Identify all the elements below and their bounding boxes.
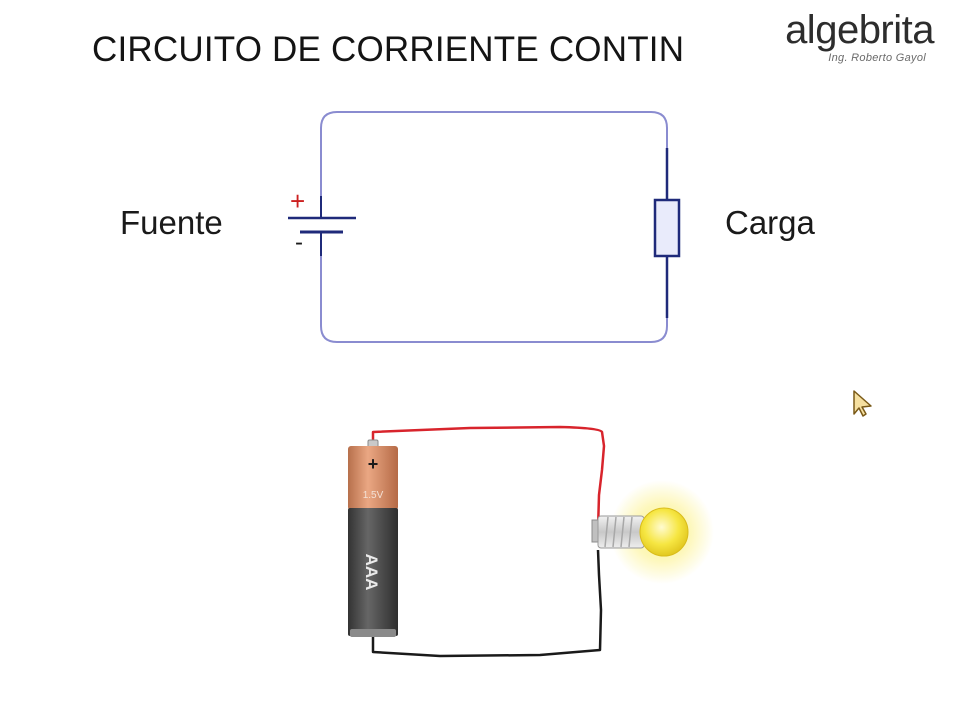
- logo-author: Ing. Roberto Gayol: [828, 52, 926, 64]
- battery-plus-sign: +: [368, 454, 379, 474]
- load-label: Carga: [725, 204, 815, 241]
- battery-symbol: [288, 196, 356, 256]
- minus-sign: -: [295, 229, 303, 256]
- schematic-wire: [320, 111, 668, 343]
- source-label: Fuente: [120, 204, 223, 241]
- red-wire: [371, 425, 606, 531]
- aaa-battery: [348, 439, 398, 637]
- light-bulb: [591, 480, 714, 584]
- black-wire: [371, 549, 603, 658]
- load-resistor: [653, 148, 681, 318]
- cursor-arrow-icon: [853, 390, 872, 417]
- battery-voltage: 1.5V: [363, 490, 384, 501]
- battery-size-label: AAA: [362, 554, 381, 591]
- page-title: CIRCUITO DE CORRIENTE CONTIN: [92, 30, 685, 69]
- brand-logo: algebrita Ing. Roberto Gayol: [768, 8, 948, 64]
- logo-wordmark: algebrita: [785, 8, 934, 52]
- plus-sign: +: [290, 186, 305, 216]
